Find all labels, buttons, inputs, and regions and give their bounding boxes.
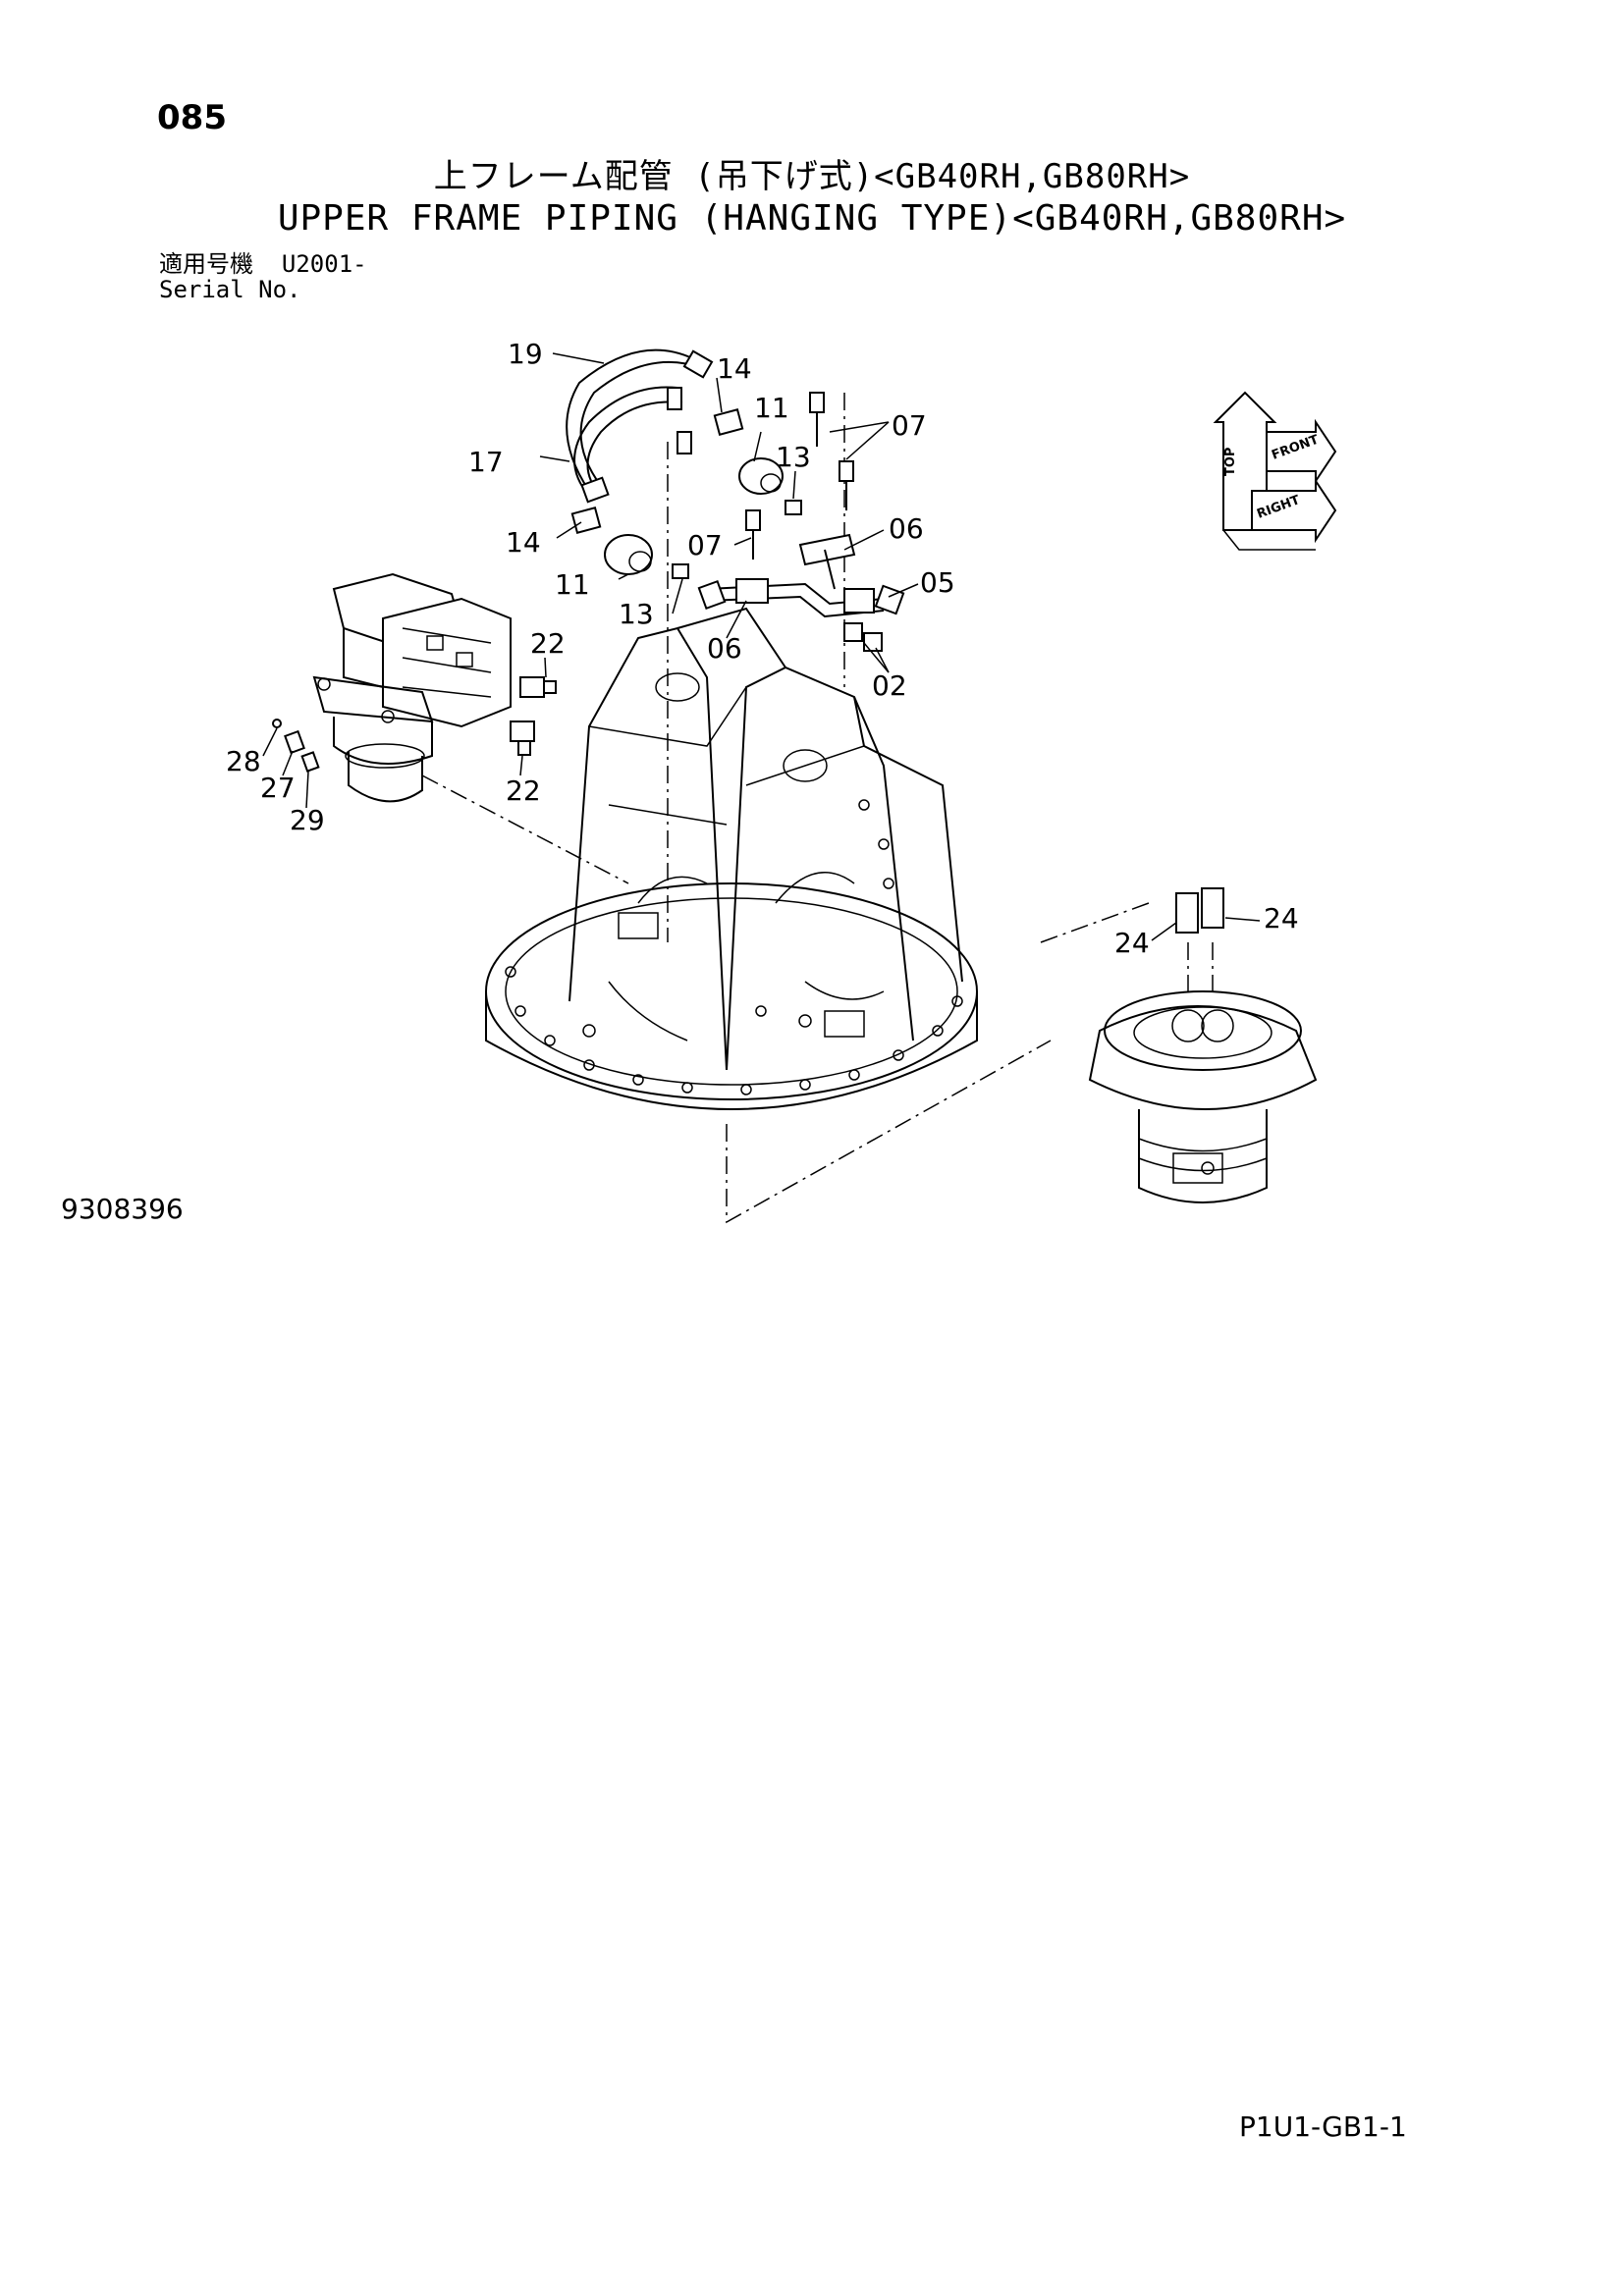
callout-14-lower: 14 xyxy=(506,526,541,559)
callout-07-lower: 07 xyxy=(687,529,723,561)
callout-07-upper: 07 xyxy=(892,409,927,442)
callout-05: 05 xyxy=(920,566,955,599)
page-number: 085 xyxy=(157,98,227,137)
callout-17: 17 xyxy=(468,446,504,478)
callout-06-upper: 06 xyxy=(889,512,924,545)
serial-block: 適用号機 U2001- Serial No. xyxy=(159,251,367,302)
callout-06-lower: 06 xyxy=(707,632,742,665)
callout-13-upper: 13 xyxy=(776,441,811,473)
pipe-bracket-assembly xyxy=(697,533,905,652)
swing-frame-assembly xyxy=(485,607,978,1110)
callout-numbers: 19 14 11 07 17 13 06 14 07 11 05 13 06 2… xyxy=(226,338,1299,959)
title-english: UPPER FRAME PIPING (HANGING TYPE)<GB40RH… xyxy=(277,198,1347,239)
callout-27: 27 xyxy=(260,772,296,804)
orientation-top-label: TOP xyxy=(1223,448,1238,476)
fittings-upper xyxy=(713,392,854,560)
callout-19: 19 xyxy=(508,338,543,370)
fittings-22 xyxy=(510,676,557,756)
orientation-icon: TOP FRONT RIGHT xyxy=(1213,391,1337,551)
swing-joint-assembly xyxy=(1088,887,1318,1203)
callout-02: 02 xyxy=(872,669,907,702)
page-reference: P1U1-GB1-1 xyxy=(1239,2110,1407,2143)
callout-24-left: 24 xyxy=(1114,927,1150,959)
callout-13-lower: 13 xyxy=(619,598,654,630)
callout-11-upper: 11 xyxy=(754,392,789,424)
leader-lines xyxy=(262,352,1261,941)
callout-22-upper: 22 xyxy=(530,627,566,660)
callout-29: 29 xyxy=(290,804,325,836)
callout-28: 28 xyxy=(226,745,261,777)
serial-value: U2001- xyxy=(281,250,367,278)
motor-assembly xyxy=(312,572,512,803)
callout-22-lower: 22 xyxy=(506,774,541,807)
center-lines xyxy=(421,393,1214,1224)
callout-14-upper: 14 xyxy=(717,352,752,385)
callout-24-right: 24 xyxy=(1264,902,1299,934)
serial-label-jp: 適用号機 xyxy=(159,250,253,278)
serial-label-en: Serial No. xyxy=(159,276,301,303)
fittings-27-29 xyxy=(272,719,320,773)
title-japanese: 上フレーム配管 (吊下げ式)<GB40RH,GB80RH> xyxy=(433,157,1191,196)
callout-11-lower: 11 xyxy=(555,568,590,601)
hose-assembly xyxy=(566,348,714,504)
drawing-code: 9308396 xyxy=(61,1193,184,1225)
fittings-lower xyxy=(570,507,689,579)
